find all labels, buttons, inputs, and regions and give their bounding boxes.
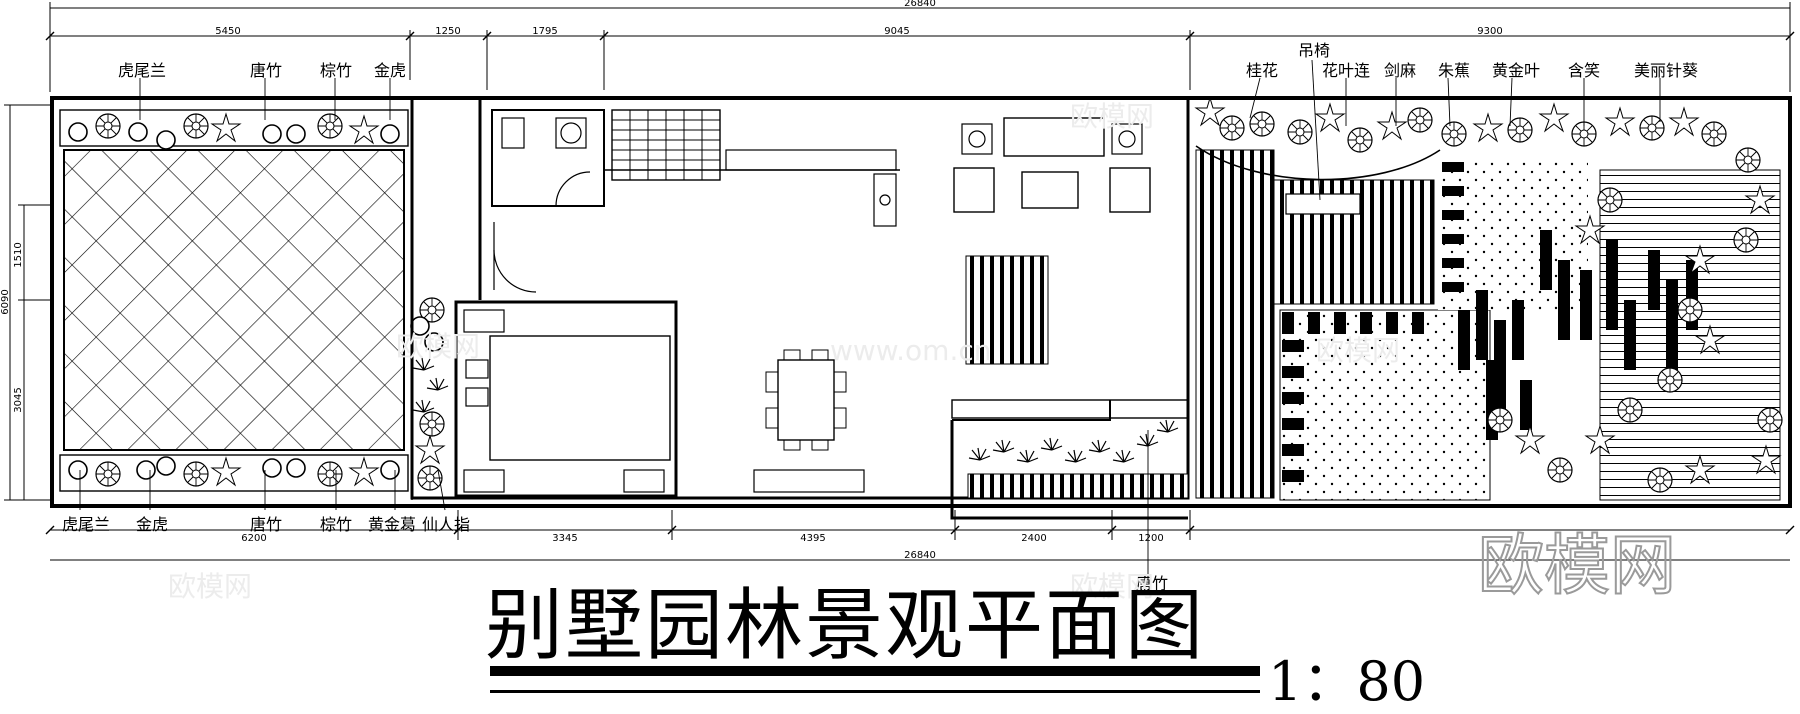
plant-label: 黄金叶 [1492,61,1540,80]
plant-label: 黄金葛 [368,515,416,534]
watermark-text: 欧模网 [168,570,252,603]
dim-top-total: 26840 [904,0,936,9]
dim-top-5: 9300 [1477,26,1502,37]
dim-left-total: 6090 [0,289,11,314]
gravel-area [1279,309,1491,501]
dim-bottom-2: 3345 [552,533,577,544]
watermarks-faint: 欧模网 欧模网 欧模网 欧模网 www.om.cn 欧模网 [168,100,1400,603]
side-planting-strip [410,297,449,500]
terrace-grass [968,419,1179,463]
plant-label: 桂花 [1246,61,1278,80]
bottom-terrace [967,419,1189,499]
plant-label: 吊椅 [1298,41,1330,60]
drawing-scale: 1：80 [1268,650,1425,713]
title-underline-thick [490,666,1260,676]
plant-labels-top: 虎尾兰 唐竹 棕竹 金虎 桂花 吊椅 花叶连 剑麻 朱蕉 黄金叶 含笑 美丽针葵 [118,41,1698,80]
plant-label: 虎尾兰 [118,61,166,80]
right-garden [1195,97,1783,501]
plant-label: 金虎 [374,61,406,80]
house-floor-plan [410,96,1190,520]
plant-label: 含笑 [1568,61,1600,80]
plant-label: 唐竹 [250,61,282,80]
dim-bottom-total: 26840 [904,550,936,561]
plant-labels-bottom: 虎尾兰 金虎 唐竹 棕竹 黄金葛 仙人指 唐竹 [62,515,1168,593]
plant-label: 唐竹 [250,515,282,534]
leader-lines [79,59,1661,580]
plant-label: 棕竹 [320,61,352,80]
left-courtyard [59,109,449,500]
plant-label: 美丽针葵 [1634,61,1698,80]
watermark-logo: 欧模网 [1478,527,1676,604]
dim-top-3: 1795 [532,26,557,37]
garden-bed-edge [1195,145,1441,181]
plant-label: 花叶连 [1322,61,1370,80]
dim-top-4: 9045 [884,26,909,37]
dim-left-lower: 3045 [13,387,24,412]
dim-bottom-4: 2400 [1021,533,1046,544]
dim-top-1: 5450 [215,26,240,37]
plant-label: 剑麻 [1384,61,1416,80]
dim-left-upper: 1510 [13,242,24,267]
dim-bottom-1: 6200 [241,533,266,544]
watermark-text: www.om.cn [830,334,991,367]
deck-area [1195,149,1275,499]
plant-label: 虎尾兰 [62,515,110,534]
dim-bottom-5: 1200 [1138,533,1163,544]
drawing-title: 别墅园林景观平面图 [485,581,1205,671]
plant-label: 仙人指 [422,515,470,534]
plant-label: 金虎 [136,515,168,534]
watermark-text: 欧模网 [1316,334,1400,367]
watermark-text: 欧模网 [396,330,480,363]
dimension-ticks [45,31,1795,535]
plant-label: 朱蕉 [1438,61,1470,80]
dim-top-2: 1250 [435,26,460,37]
plant-label: 唐竹 [1136,574,1168,593]
dim-bottom-3: 4395 [800,533,825,544]
dimension-lines [4,2,1791,561]
plant-label: 棕竹 [320,515,352,534]
title-underline-thin [490,690,1260,693]
watermark-text: 欧模网 [1070,570,1154,603]
hanging-chair [1285,193,1361,215]
diagonal-paving [63,149,405,451]
watermark-text: 欧模网 [1070,100,1154,133]
